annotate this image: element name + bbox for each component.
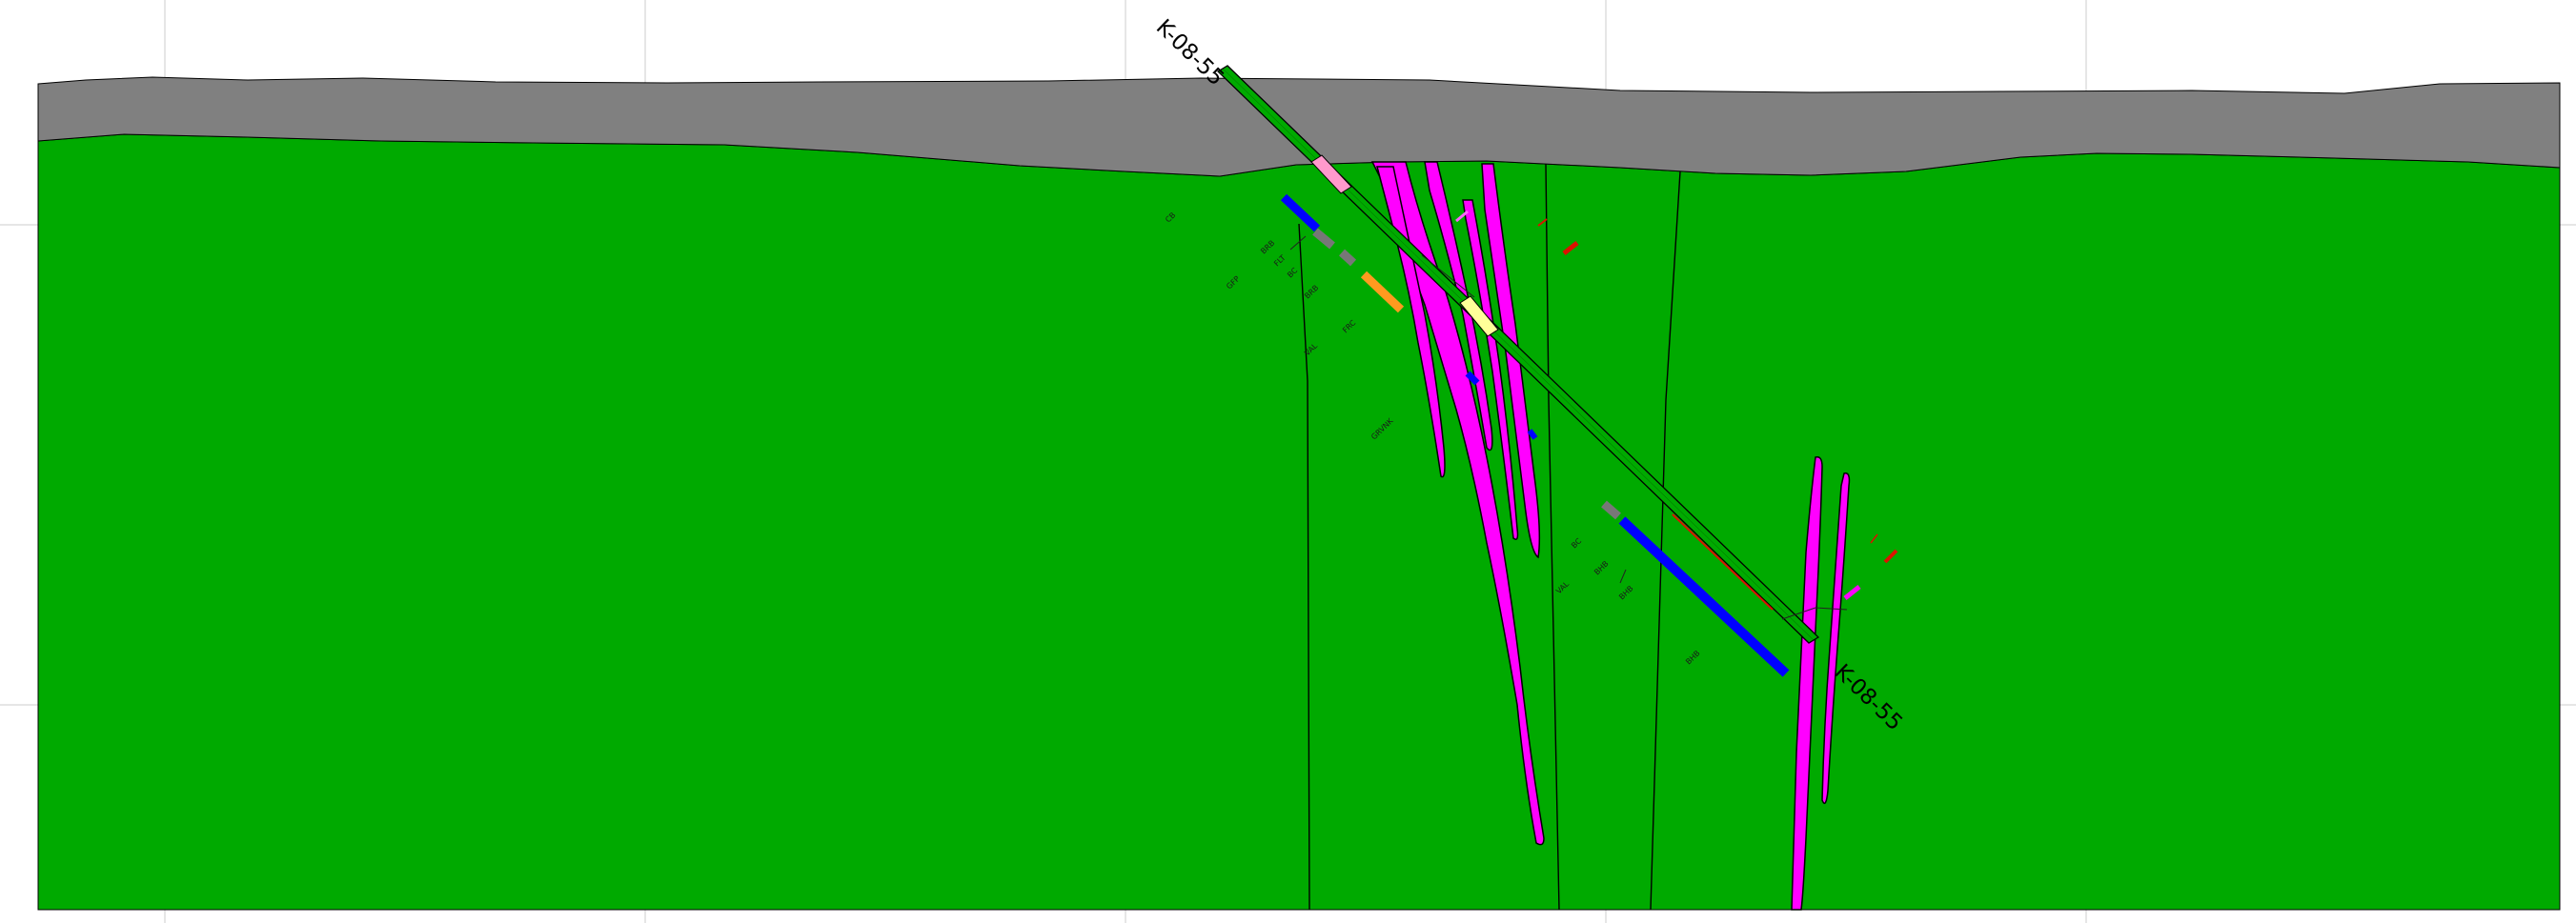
overburden-layer [37, 76, 2561, 177]
interval-red [1883, 549, 1898, 564]
dyke-body [1821, 472, 1851, 805]
dyke-bodies [1370, 161, 1851, 911]
fault-lines [1298, 163, 1681, 911]
interval-blue [1280, 193, 1321, 232]
dyke-body [1376, 166, 1446, 478]
host-rock-unit [37, 133, 2561, 911]
interval-blue [1527, 429, 1538, 440]
drillhole-tube [1216, 65, 1820, 644]
interval-magenta [1455, 210, 1469, 223]
interval-red [1562, 241, 1579, 255]
interval-grey [1601, 500, 1621, 520]
interval-grey [1312, 228, 1335, 250]
interval-magenta [1843, 585, 1861, 600]
interval-orange [1360, 271, 1405, 313]
drillhole-interval-red [1672, 513, 1774, 611]
dyke-body [1462, 199, 1519, 540]
dyke-body [1791, 455, 1823, 911]
interval-grey [1338, 249, 1357, 267]
drillhole-interval-yellow [1459, 295, 1499, 337]
interval-red [1537, 218, 1548, 227]
drillhole-interval-pink [1310, 154, 1352, 194]
log-intervals [1280, 193, 1898, 677]
drillhole-trace [1216, 65, 1848, 644]
dyke-body [1370, 161, 1545, 846]
interval-blue [1618, 516, 1790, 677]
interval-red [1870, 533, 1878, 544]
interval-blue [1465, 371, 1480, 386]
